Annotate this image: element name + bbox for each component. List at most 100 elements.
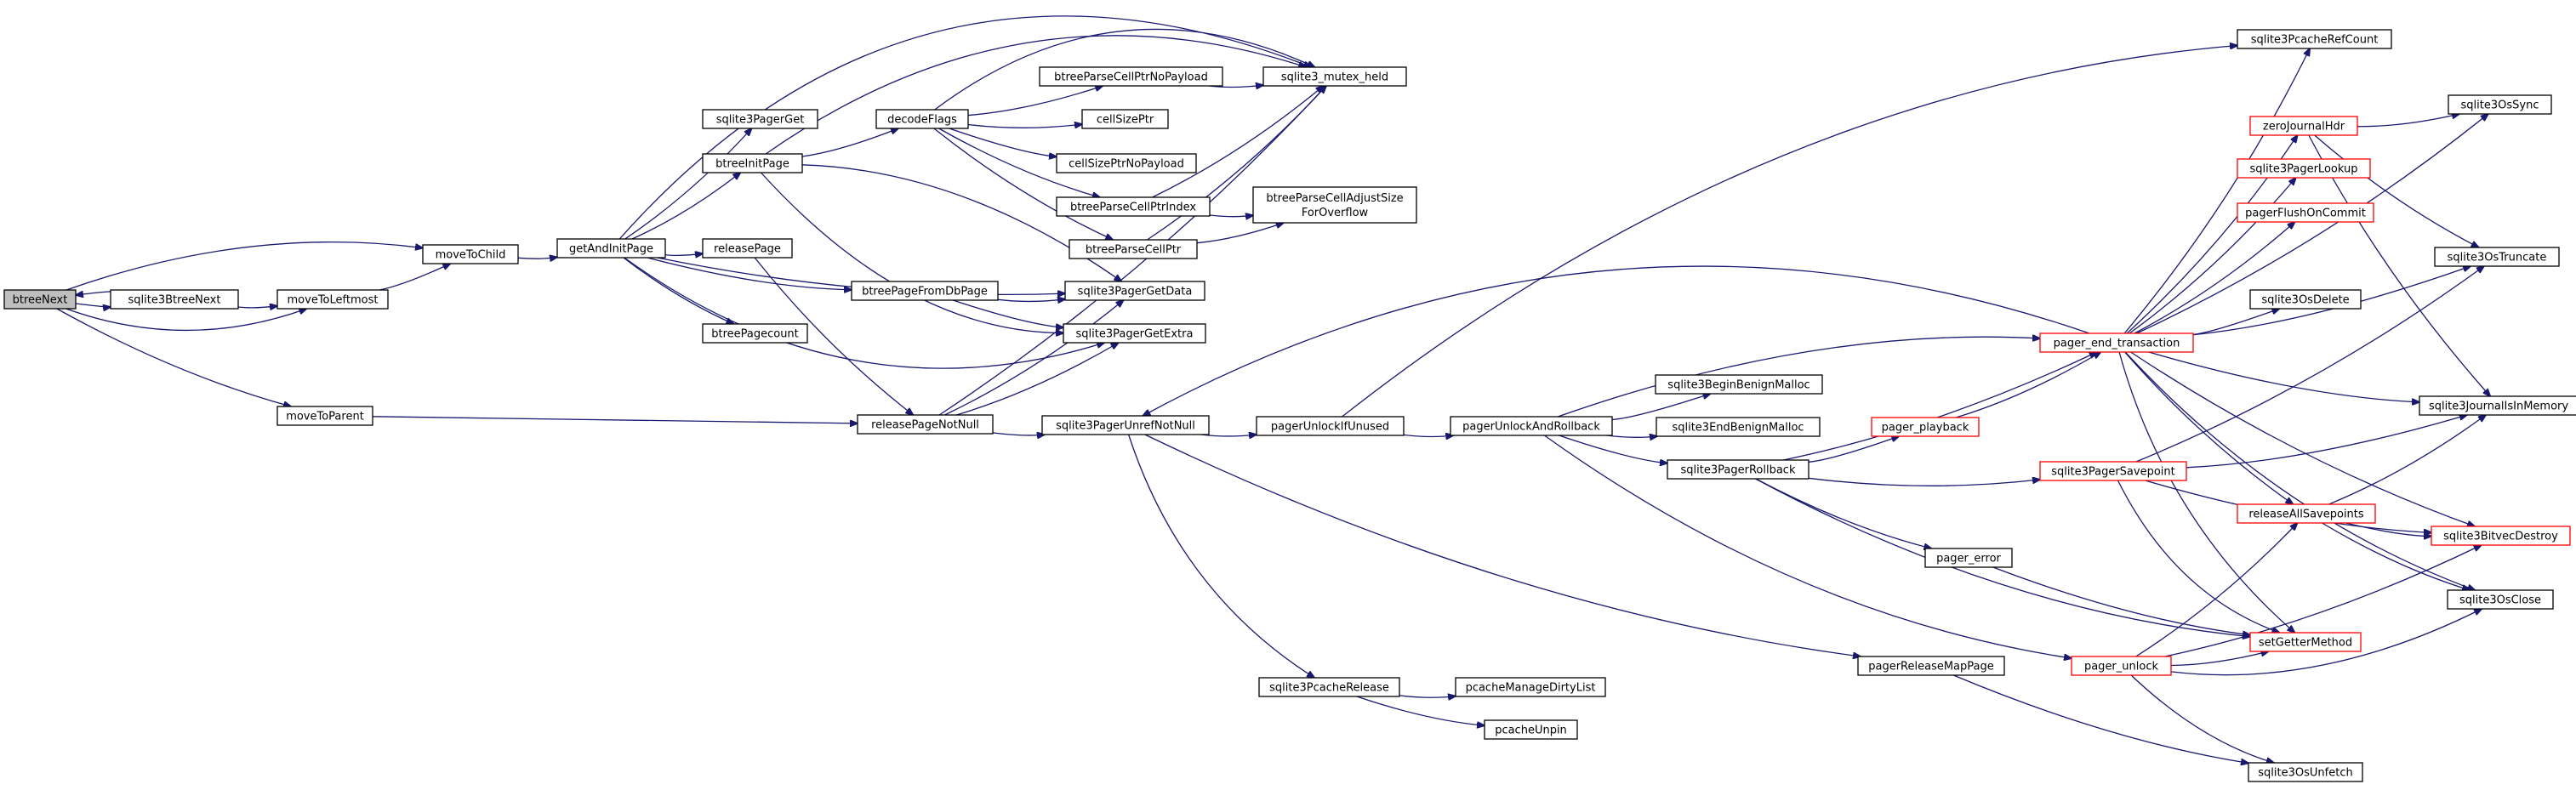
node-box[interactable] — [2448, 94, 2552, 115]
node-cellSizePtr[interactable]: cellSizePtr — [1081, 109, 1169, 129]
node-box[interactable] — [702, 323, 808, 344]
node-box[interactable] — [2249, 289, 2362, 310]
node-pcacheUnpin[interactable]: pcacheUnpin — [1484, 719, 1578, 740]
node-pager_error[interactable]: pager_error — [1924, 548, 2013, 568]
node-box[interactable] — [2237, 202, 2374, 223]
node-box[interactable] — [1056, 153, 1197, 173]
node-box[interactable] — [1871, 417, 1980, 437]
node-box[interactable] — [1063, 323, 1206, 344]
node-box[interactable] — [1064, 281, 1205, 301]
node-sqlite3JournalIsInMemory[interactable]: sqlite3JournalIsInMemory — [2419, 395, 2576, 416]
node-btreeInitPage[interactable]: btreeInitPage — [702, 153, 803, 173]
node-sqlite3_mutex_held[interactable]: sqlite3_mutex_held — [1262, 66, 1407, 87]
node-box[interactable] — [1056, 196, 1211, 217]
node-box[interactable] — [2237, 503, 2376, 524]
node-box[interactable] — [1455, 677, 1606, 697]
node-btreeNext[interactable]: btreeNext — [3, 289, 77, 310]
node-box[interactable] — [2249, 632, 2362, 652]
node-sqlite3PagerGetExtra[interactable]: sqlite3PagerGetExtra — [1063, 323, 1206, 344]
node-pcacheManageDirtyList[interactable]: pcacheManageDirtyList — [1455, 677, 1606, 697]
node-pager_unlock[interactable]: pager_unlock — [2071, 656, 2172, 676]
node-sqlite3PcacheRefCount[interactable]: sqlite3PcacheRefCount — [2237, 29, 2392, 49]
node-box[interactable] — [1857, 656, 2005, 676]
node-box[interactable] — [2237, 158, 2371, 179]
node-box[interactable] — [1258, 677, 1400, 697]
node-box[interactable] — [702, 109, 818, 129]
node-box[interactable] — [1924, 548, 2013, 568]
node-sqlite3PagerLookup[interactable]: sqlite3PagerLookup — [2237, 158, 2371, 179]
node-moveToParent[interactable]: moveToParent — [276, 406, 373, 426]
node-sqlite3PcacheRelease[interactable]: sqlite3PcacheRelease — [1258, 677, 1400, 697]
node-sqlite3OsDelete[interactable]: sqlite3OsDelete — [2249, 289, 2362, 310]
node-box[interactable] — [1667, 459, 1809, 480]
node-sqlite3PagerSavepoint[interactable]: sqlite3PagerSavepoint — [2039, 461, 2187, 481]
node-box[interactable] — [1252, 186, 1417, 224]
node-sqlite3EndBenignMalloc[interactable]: sqlite3EndBenignMalloc — [1656, 417, 1821, 437]
node-pagerUnlockIfUnused[interactable]: pagerUnlockIfUnused — [1256, 416, 1405, 436]
node-sqlite3BeginBenignMalloc[interactable]: sqlite3BeginBenignMalloc — [1655, 374, 1823, 395]
node-box[interactable] — [2419, 395, 2576, 416]
node-sqlite3BitvecDestroy[interactable]: sqlite3BitvecDestroy — [2431, 526, 2571, 546]
node-box[interactable] — [1484, 719, 1578, 740]
node-box[interactable] — [110, 289, 239, 310]
node-btreeParseCellPtr[interactable]: btreeParseCellPtr — [1069, 239, 1198, 259]
node-sqlite3OsSync[interactable]: sqlite3OsSync — [2448, 94, 2552, 115]
node-box[interactable] — [2039, 461, 2187, 481]
node-zeroJournalHdr[interactable]: zeroJournalHdr — [2249, 116, 2358, 136]
node-box[interactable] — [3, 289, 77, 310]
node-moveToChild[interactable]: moveToChild — [422, 244, 519, 264]
node-box[interactable] — [857, 414, 994, 435]
node-pagerReleaseMapPage[interactable]: pagerReleaseMapPage — [1857, 656, 2005, 676]
node-releasePage[interactable]: releasePage — [702, 238, 793, 259]
node-sqlite3OsClose[interactable]: sqlite3OsClose — [2447, 589, 2554, 610]
node-box[interactable] — [2434, 247, 2560, 267]
node-box[interactable] — [1450, 416, 1613, 436]
node-pager_end_transaction[interactable]: pager_end_transaction — [2039, 332, 2194, 353]
node-btreeParseCellPtrIndex[interactable]: btreeParseCellPtrIndex — [1056, 196, 1211, 217]
node-box[interactable] — [2071, 656, 2172, 676]
node-pagerUnlockAndRollback[interactable]: pagerUnlockAndRollback — [1450, 416, 1613, 436]
node-releaseAllSavepoints[interactable]: releaseAllSavepoints — [2237, 503, 2376, 524]
node-box[interactable] — [276, 289, 389, 310]
node-releasePageNotNull[interactable]: releasePageNotNull — [857, 414, 994, 435]
node-getAndInitPage[interactable]: getAndInitPage — [556, 238, 666, 259]
node-box[interactable] — [2249, 116, 2358, 136]
node-sqlite3OsTruncate[interactable]: sqlite3OsTruncate — [2434, 247, 2560, 267]
node-box[interactable] — [702, 238, 793, 259]
node-pagerFlushOnCommit[interactable]: pagerFlushOnCommit — [2237, 202, 2374, 223]
node-sqlite3PagerUnrefNotNull[interactable]: sqlite3PagerUnrefNotNull — [1041, 415, 1210, 435]
node-sqlite3PagerGetData[interactable]: sqlite3PagerGetData — [1064, 281, 1205, 301]
node-box[interactable] — [2248, 762, 2363, 782]
node-box[interactable] — [875, 109, 969, 129]
node-sqlite3PagerRollback[interactable]: sqlite3PagerRollback — [1667, 459, 1809, 480]
node-box[interactable] — [2431, 526, 2571, 546]
node-sqlite3PagerGet[interactable]: sqlite3PagerGet — [702, 109, 818, 129]
node-box[interactable] — [1256, 416, 1405, 436]
node-moveToLeftmost[interactable]: moveToLeftmost — [276, 289, 389, 310]
node-cellSizePtrNoPayload[interactable]: cellSizePtrNoPayload — [1056, 153, 1197, 173]
node-box[interactable] — [2237, 29, 2392, 49]
node-setGetterMethod[interactable]: setGetterMethod — [2249, 632, 2362, 652]
node-btreePageFromDbPage[interactable]: btreePageFromDbPage — [851, 281, 999, 301]
node-box[interactable] — [702, 153, 803, 173]
node-decodeFlags[interactable]: decodeFlags — [875, 109, 969, 129]
node-box[interactable] — [851, 281, 999, 301]
node-sqlite3OsUnfetch[interactable]: sqlite3OsUnfetch — [2248, 762, 2363, 782]
node-box[interactable] — [556, 238, 666, 259]
node-btreeParseCellPtrNoPayload[interactable]: btreeParseCellPtrNoPayload — [1039, 66, 1223, 87]
node-box[interactable] — [1655, 374, 1823, 395]
node-box[interactable] — [1039, 66, 1223, 87]
node-box[interactable] — [1069, 239, 1198, 259]
node-sqlite3BtreeNext[interactable]: sqlite3BtreeNext — [110, 289, 239, 310]
node-box[interactable] — [422, 244, 519, 264]
node-box[interactable] — [1262, 66, 1407, 87]
node-pager_playback[interactable]: pager_playback — [1871, 417, 1980, 437]
node-box[interactable] — [1656, 417, 1821, 437]
node-box[interactable] — [2447, 589, 2554, 610]
node-box[interactable] — [1041, 415, 1210, 435]
node-btreePagecount[interactable]: btreePagecount — [702, 323, 808, 344]
node-box[interactable] — [2039, 332, 2194, 353]
node-box[interactable] — [1081, 109, 1169, 129]
node-box[interactable] — [276, 406, 373, 426]
